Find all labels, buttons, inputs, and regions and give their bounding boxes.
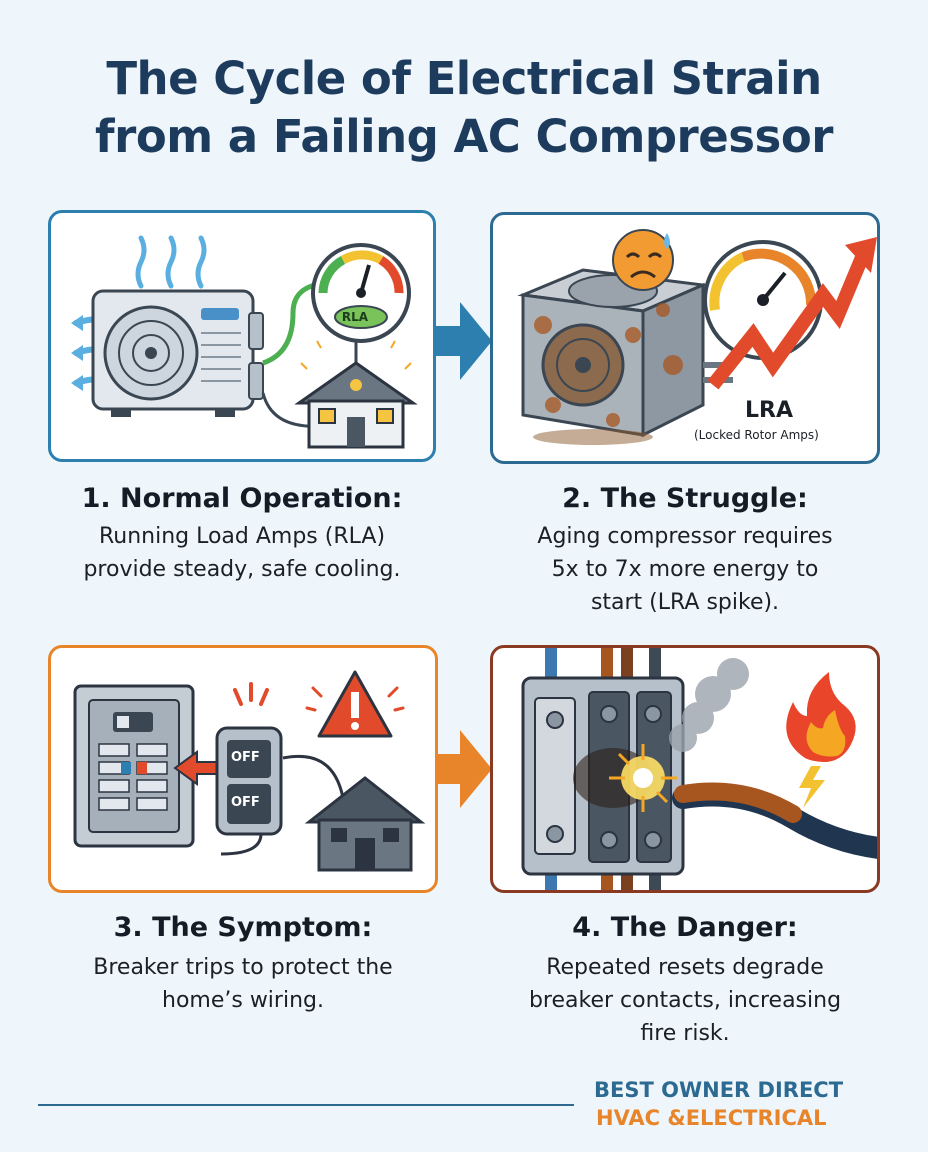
rla-gauge-label: RLA (341, 310, 369, 324)
arrow-right-orange-icon (438, 730, 492, 808)
step-2-desc-line: start (LRA spike). (590, 590, 780, 615)
stressed-face-icon (612, 229, 674, 291)
smoke-icon (669, 658, 749, 752)
house-icon (294, 340, 418, 449)
step-4-desc-line: breaker contacts, increasing (528, 988, 842, 1013)
lra-gauge-label: LRA (745, 398, 793, 423)
spark-icon (609, 744, 677, 812)
alert-rays-icon (233, 682, 269, 706)
damaged-wire-icon (672, 782, 877, 859)
lightning-bolt-icon (799, 766, 825, 808)
lra-gauge-sublabel: (Locked Rotor Amps) (694, 428, 819, 442)
step-3-title: 3. The Symptom: (113, 912, 373, 943)
panel-normal-operation (48, 210, 436, 462)
step-2-desc-line: 5x to 7x more energy to (551, 557, 819, 582)
danger-illustration (521, 648, 877, 890)
step-2-description: Aging compressor requires 5x to 7x more … (480, 520, 890, 619)
warning-triangle-icon (305, 670, 405, 738)
brand-name-line-2: HVAC &ELECTRICAL (596, 1106, 827, 1130)
panel-the-symptom (48, 645, 438, 893)
step-4-description: Repeated resets degrade breaker contacts… (476, 951, 894, 1050)
step-1-desc-line: Running Load Amps (RLA) (98, 524, 386, 549)
normal-operation-illustration (71, 235, 418, 449)
breaker-switch-icon (215, 726, 283, 836)
switch-off-label-bottom: OFF (231, 795, 260, 810)
step-1-title: 1. Normal Operation: (81, 483, 403, 514)
fire-icon (786, 672, 856, 762)
dark-house-icon (304, 776, 426, 872)
spike-arrow-icon (707, 237, 877, 390)
brand-name-line-1: BEST OWNER DIRECT (594, 1078, 844, 1102)
footer-divider (38, 1104, 574, 1106)
struggle-illustration (517, 229, 877, 445)
step-2-title: 2. The Struggle: (562, 483, 808, 514)
panel-the-struggle (490, 212, 880, 464)
panel-the-danger (490, 645, 880, 893)
step-1-desc-line: provide steady, safe cooling. (83, 557, 401, 582)
step-4-desc-line: fire risk. (640, 1021, 730, 1046)
step-3-desc-line: home’s wiring. (162, 988, 324, 1013)
rusty-compressor-icon (517, 268, 709, 445)
step-2-desc-line: Aging compressor requires (537, 524, 833, 549)
breaker-panel-icon (73, 684, 195, 848)
step-3-description: Breaker trips to protect the home’s wiri… (38, 951, 448, 1017)
step-1-description: Running Load Amps (RLA) provide steady, … (38, 520, 446, 586)
airflow-heads-icon (71, 315, 83, 391)
symptom-illustration (73, 670, 426, 872)
step-3-desc-line: Breaker trips to protect the (93, 955, 393, 980)
cold-air-down-icon (135, 235, 207, 289)
step-4-desc-line: Repeated resets degrade (546, 955, 824, 980)
switch-off-label-top: OFF (231, 750, 260, 765)
step-4-title: 4. The Danger: (572, 912, 798, 943)
arrow-right-blue-icon (436, 302, 492, 380)
title-line-1: The Cycle of Electrical Strain (106, 52, 822, 105)
rla-gauge-icon (311, 243, 411, 343)
page-title: The Cycle of Electrical Strain from a Fa… (0, 50, 928, 166)
ac-unit-icon (91, 289, 264, 417)
title-line-2: from a Failing AC Compressor (95, 110, 833, 163)
